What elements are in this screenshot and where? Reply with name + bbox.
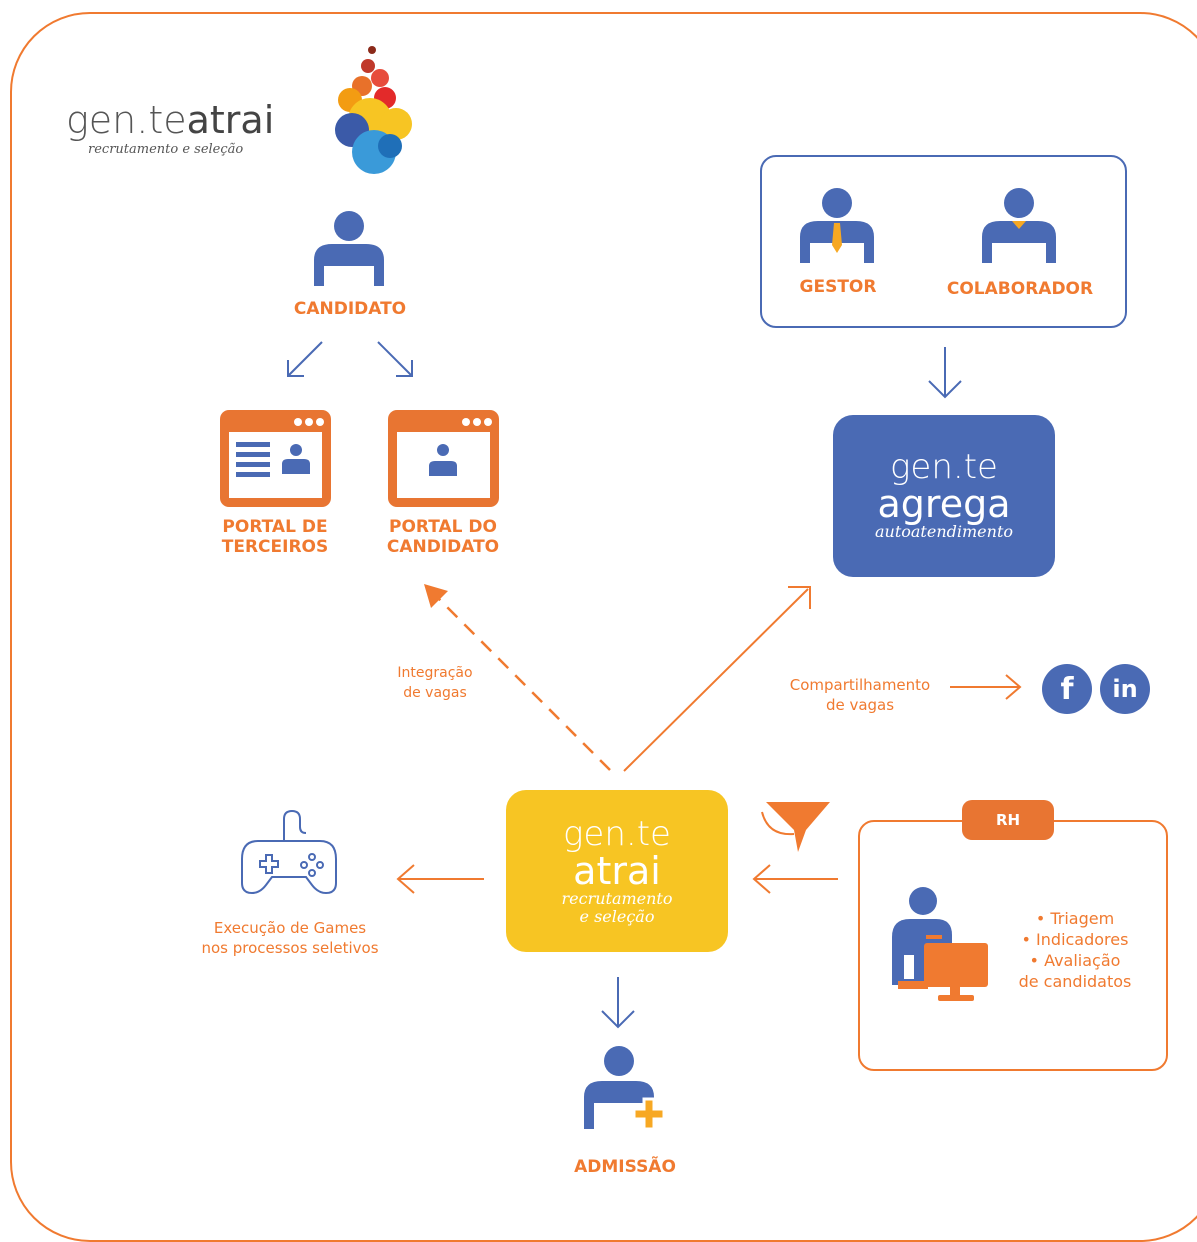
agrega-line1: gen.te [890,447,998,487]
gestor-label: GESTOR [799,277,877,297]
rh-item-avaliacao: • Avaliação [1029,951,1121,970]
atrai-line1: gen.te [563,814,671,854]
portal-candidato-line1: PORTAL DO [389,517,497,537]
admissao-person-icon [584,1046,666,1131]
filter-icon [761,802,830,852]
rh-item-avaliacao-text: Avaliação [1044,951,1121,970]
logo: gen.teatrai recrutamento e seleção [66,100,296,157]
rh-list: • Triagem • Indicadores • Avaliação de c… [1000,908,1150,992]
rh-item-indicadores-text: Indicadores [1036,930,1129,949]
linkedin-icon[interactable]: in [1100,664,1150,714]
portal-terceiros-line1: PORTAL DE [222,517,328,537]
colaborador-label: COLABORADOR [946,279,1094,299]
rh-item-candidatos-text: de candidatos [1018,972,1132,991]
agrega-box: gen.te agrega autoatendimento [833,415,1055,577]
arrow-to-games [396,864,484,894]
colaborador-person-icon [982,188,1056,263]
arrow-to-admissao [601,977,635,1029]
integracao-label: Integração de vagas [395,663,475,703]
portal-candidato-label: PORTAL DO CANDIDATO [373,517,513,557]
agrega-tagline: autoatendimento [874,522,1013,541]
logo-tagline: recrutamento e seleção [88,142,244,157]
games-label: Execução de Games nos processos seletivo… [170,918,410,958]
logo-bubbles-icon [335,46,412,174]
rh-item-triagem: • Triagem [1035,909,1115,928]
integracao-line1: Integração [397,665,473,681]
rh-item-triagem-text: Triagem [1050,909,1115,928]
gamepad-icon [241,809,337,895]
portal-terceiros-line2: TERCEIROS [221,537,329,557]
atrai-tagline2: e seleção [579,907,655,926]
atrai-line2: atrai [573,849,661,893]
integracao-line2: de vagas [403,685,467,701]
portal-terceiros-label: PORTAL DE TERCEIROS [205,517,345,557]
compartilhamento-line1: Compartilhamento [789,676,931,694]
portal-candidato-icon [388,410,499,507]
compartilhamento-line2: de vagas [825,696,895,714]
atrai-tagline1: recrutamento [561,889,673,908]
rh-item-candidatos: de candidatos [1000,971,1150,992]
logo-suffix: atrai [186,98,275,142]
agrega-line2: agrega [877,482,1011,526]
logo-prefix: gen.te [66,98,187,142]
arrow-from-rh [752,864,838,894]
arrow-to-social [950,674,1022,700]
center-arrows [424,584,811,772]
games-line1: Execução de Games [213,919,367,937]
compartilhamento-label: Compartilhamento de vagas [775,675,945,715]
candidato-person-icon [314,211,384,286]
atrai-box: gen.te atrai recrutamento e seleção [506,790,728,952]
rh-person-computer-icon [892,887,988,1001]
rh-tab: RH [962,800,1054,840]
rh-item-indicadores: • Indicadores [1021,930,1129,949]
portal-terceiros-icon [220,410,331,507]
candidato-arrows [287,341,413,377]
gestor-person-icon [800,188,874,263]
games-line2: nos processos seletivos [201,939,379,957]
linkedin-glyph: in [1112,675,1138,703]
arrow-to-agrega [928,347,962,399]
gestor-colaborador-box [760,155,1127,328]
facebook-glyph: f [1060,671,1074,707]
admissao-label: ADMISSÃO [574,1157,676,1177]
facebook-icon[interactable]: f [1042,664,1092,714]
portal-candidato-line2: CANDIDATO [386,537,500,557]
candidato-label: CANDIDATO [293,299,407,319]
